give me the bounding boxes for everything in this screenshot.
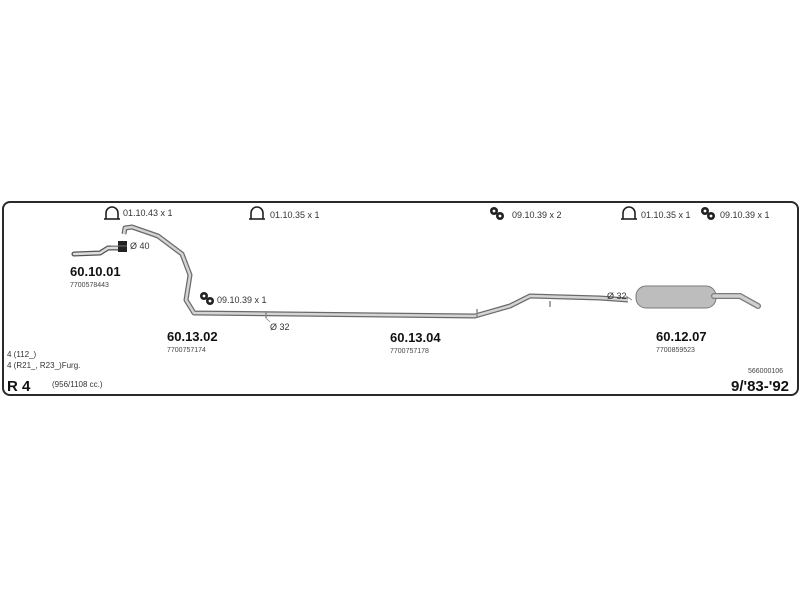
accessory-code: 01.10.43 x 1 (123, 208, 173, 218)
clamp-icon (249, 206, 265, 220)
oem-reference: 7700578443 (70, 282, 109, 289)
accessory-code: 09.10.39 x 2 (512, 210, 562, 220)
rear-silencer-60-12-07 (635, 285, 761, 309)
accessory-code: 09.10.39 x 1 (217, 295, 267, 305)
part-number: 60.12.07 (656, 329, 707, 344)
accessory-code: 01.10.35 x 1 (641, 210, 691, 220)
production-years: 9/'83-'92 (731, 378, 790, 395)
part-number: 60.10.01 (70, 264, 121, 279)
clamp-icon (104, 206, 120, 220)
diameter-label: Ø 32 (270, 322, 290, 332)
diameter-label: Ø 40 (130, 241, 150, 251)
oem-reference: 7700757174 (167, 347, 206, 354)
vehicle-model: R 4 (7, 378, 31, 395)
oem-reference: 7700859523 (656, 347, 695, 354)
front-pipe-60-10-01 (71, 241, 127, 257)
rubber-mount-icon (701, 207, 715, 220)
clamp-icon (621, 206, 637, 220)
oem-reference: 7700757178 (390, 348, 429, 355)
intermediate-pipe (121, 224, 629, 319)
set-number: 566000106 (748, 368, 784, 375)
engine-capacity: (956/1108 cc.) (52, 380, 103, 389)
accessory-code: 09.10.39 x 1 (720, 210, 770, 220)
flange-icon (118, 241, 127, 252)
accessory-code: 01.10.35 x 1 (270, 210, 320, 220)
vehicle-variant: 4 (R21_, R23_)Furg. (7, 361, 81, 370)
part-number: 60.13.04 (390, 330, 441, 345)
part-number: 60.13.02 (167, 329, 218, 344)
vehicle-variant: 4 (112_) (7, 350, 37, 359)
diameter-label: Ø 32 (607, 291, 627, 301)
rubber-mount-icon (490, 207, 504, 220)
rubber-mount-icon (200, 292, 214, 305)
